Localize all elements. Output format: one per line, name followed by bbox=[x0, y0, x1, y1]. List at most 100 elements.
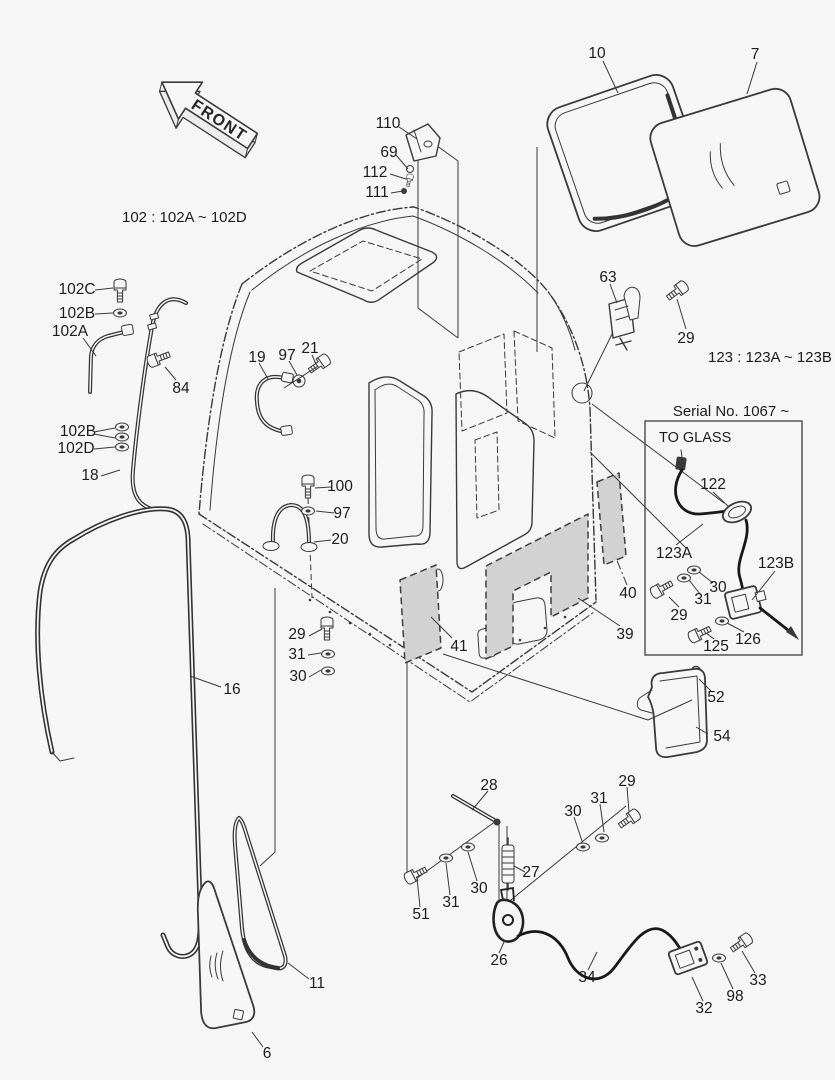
front-direction-arrow: FRONT bbox=[158, 81, 259, 159]
part-label-6: 6 bbox=[263, 1045, 272, 1062]
cable-rod bbox=[758, 606, 795, 636]
part-label-97: 97 bbox=[333, 505, 350, 522]
part-label-16: 16 bbox=[223, 681, 240, 698]
washer-102B-2 bbox=[115, 422, 129, 432]
tube-102A bbox=[88, 323, 134, 394]
part-label-123A: 123A bbox=[656, 545, 693, 562]
cab-floor-edge-lower bbox=[202, 523, 595, 703]
grommet-102D bbox=[115, 442, 129, 452]
part-label-52: 52 bbox=[707, 689, 724, 706]
projection-lines bbox=[259, 131, 725, 905]
bracket-110 bbox=[401, 123, 441, 194]
part-label-98: 98 bbox=[726, 988, 743, 1005]
washer-102B bbox=[113, 308, 127, 318]
part-label-102C: 102C bbox=[58, 281, 95, 298]
stay-rod-28 bbox=[451, 794, 501, 826]
part-label-11: 11 bbox=[309, 975, 325, 992]
part-label-102D: 102D bbox=[57, 440, 94, 457]
washer-102B-3 bbox=[115, 432, 129, 442]
actuator-123B bbox=[724, 585, 767, 620]
part-label-7: 7 bbox=[751, 46, 760, 63]
part-label-32: 32 bbox=[695, 1000, 712, 1017]
part-label-40: 40 bbox=[619, 585, 637, 602]
washer-98 bbox=[712, 953, 726, 963]
cab-roof-outline bbox=[241, 206, 597, 601]
spring-27 bbox=[501, 837, 515, 891]
bolt-29-box bbox=[648, 577, 676, 601]
part-label-31: 31 bbox=[694, 591, 711, 608]
door-latch-hole bbox=[571, 382, 593, 404]
part-label-30: 30 bbox=[709, 579, 727, 596]
roof-skylight-inner bbox=[309, 240, 423, 292]
part-label-10: 10 bbox=[588, 45, 606, 62]
cable-upper bbox=[674, 468, 729, 516]
part-label-125: 125 bbox=[703, 638, 729, 655]
part-label-111: 111 bbox=[365, 184, 389, 201]
part-label-26: 26 bbox=[490, 952, 507, 969]
ring-69 bbox=[406, 165, 414, 173]
part-label-34: 34 bbox=[578, 969, 596, 986]
screw-112 bbox=[404, 172, 415, 188]
bolt-29-left bbox=[320, 616, 334, 641]
washer-31-box bbox=[677, 573, 691, 583]
part-label-126: 126 bbox=[735, 631, 761, 648]
washer-31-mech-r bbox=[595, 833, 609, 843]
axis-21 bbox=[283, 365, 319, 389]
part-label-110: 110 bbox=[376, 115, 401, 132]
part-label-84: 84 bbox=[172, 380, 190, 397]
side-window-2 bbox=[513, 330, 556, 439]
part-label-122: 122 bbox=[700, 476, 726, 493]
part-label-29: 29 bbox=[670, 607, 687, 624]
part-label-112: 112 bbox=[363, 164, 388, 181]
panel-40 bbox=[596, 472, 627, 566]
washer-31-mech-l bbox=[439, 853, 453, 863]
cable-lower bbox=[737, 518, 749, 595]
panel-39 bbox=[485, 513, 589, 660]
quarter-window-glass-6 bbox=[196, 880, 256, 1030]
part-label-123B: 123B bbox=[758, 555, 794, 572]
part-label-41: 41 bbox=[450, 638, 467, 655]
bolt-100 bbox=[301, 474, 315, 499]
part-label-102A: 102A bbox=[52, 323, 89, 340]
washer-126 bbox=[715, 616, 729, 626]
screw-111 bbox=[401, 188, 407, 194]
part-label-69: 69 bbox=[380, 144, 397, 161]
part-label-30: 30 bbox=[289, 668, 307, 685]
cab-roof-inner-line bbox=[251, 215, 539, 294]
pillar-seal-18 bbox=[130, 297, 188, 510]
roof-skylight-opening bbox=[295, 227, 438, 303]
glass-connector bbox=[675, 456, 687, 471]
bracket-54 bbox=[636, 667, 708, 759]
grommet-122 bbox=[721, 500, 753, 524]
windshield-opening-inner bbox=[374, 383, 425, 540]
cover-panels bbox=[399, 472, 627, 664]
serial-detail-box bbox=[644, 420, 803, 656]
part-label-102B: 102B bbox=[59, 305, 95, 322]
leader-lines bbox=[82, 60, 776, 1048]
windshield-opening bbox=[368, 376, 433, 548]
part-label-30: 30 bbox=[470, 880, 488, 897]
part-label-31: 31 bbox=[442, 894, 459, 911]
part-label-97: 97 bbox=[278, 347, 295, 364]
cable-rod-tip bbox=[786, 626, 799, 640]
release-cable-34 bbox=[516, 927, 683, 981]
part-label-31: 31 bbox=[590, 790, 607, 807]
washer-97b bbox=[301, 506, 315, 516]
latch-63 bbox=[608, 286, 641, 351]
part-label-19: 19 bbox=[248, 349, 265, 366]
part-label-30: 30 bbox=[564, 803, 582, 820]
part-label-33: 33 bbox=[749, 972, 766, 989]
part-label-63: 63 bbox=[599, 269, 616, 286]
part-label-21: 21 bbox=[301, 340, 318, 357]
part-label-20: 20 bbox=[331, 531, 349, 548]
serial-number-note: Serial No. 1067 ~ bbox=[673, 403, 790, 420]
cab-roof-corner-line bbox=[548, 292, 576, 351]
side-window-3 bbox=[474, 431, 500, 519]
part-label-29: 29 bbox=[618, 773, 635, 790]
washer-30-mech-r bbox=[576, 842, 590, 852]
washer-31-left bbox=[321, 649, 335, 659]
part-label-100: 100 bbox=[327, 478, 353, 495]
part-label-18: 18 bbox=[81, 467, 98, 484]
